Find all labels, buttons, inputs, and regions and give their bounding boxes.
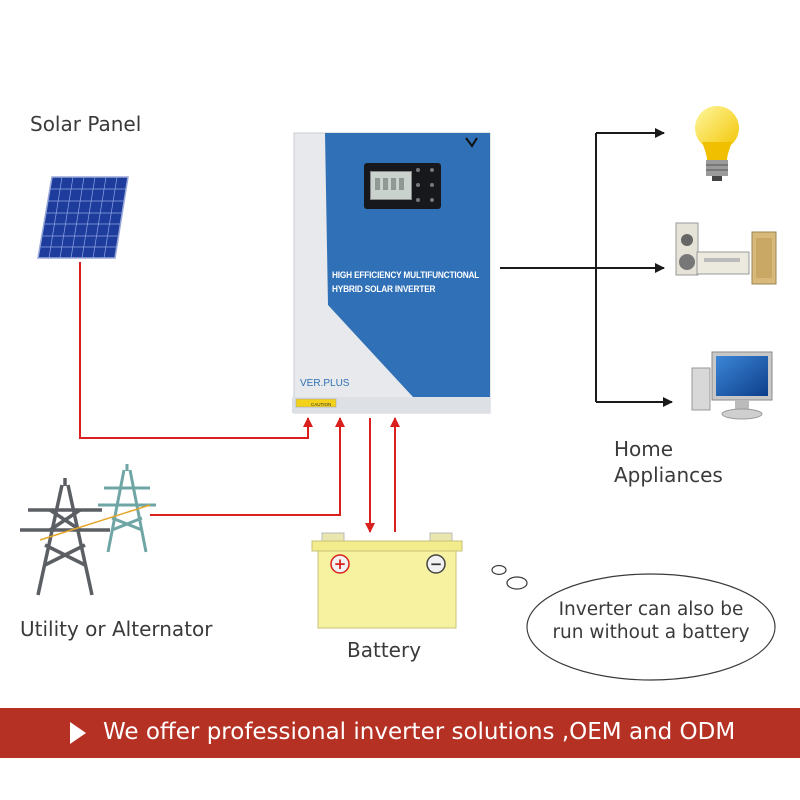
solar-panel-label: Solar Panel: [30, 112, 142, 136]
play-arrow-icon: [70, 722, 86, 744]
power-wires: [79, 262, 400, 533]
light-bulb-icon: [695, 106, 739, 181]
battery-negative-terminal: −: [430, 555, 443, 573]
home-appliances-label-line2: Appliances: [614, 463, 723, 487]
output-arrows: [500, 128, 673, 407]
computer-icon: [691, 351, 773, 420]
thought-bubble: [491, 564, 776, 681]
banner-text: We offer professional inverter solutions…: [103, 719, 736, 745]
utility-label: Utility or Alternator: [20, 617, 213, 641]
bubble-text-line1: Inverter can also be: [558, 599, 744, 620]
inverter-caution-label: CAUTION: [311, 402, 331, 407]
promo-banner: We offer professional inverter solutions…: [0, 708, 800, 758]
inverter-title-line2: HYBRID SOLAR INVERTER: [332, 284, 436, 294]
bubble-text: Inverter can also be run without a batte…: [528, 598, 774, 644]
transmission-tower-icon: [20, 464, 156, 596]
solar-panel-icon: [37, 176, 129, 259]
battery-label: Battery: [347, 638, 422, 662]
battery-positive-terminal: +: [334, 555, 347, 573]
home-appliances-label-line1: Home: [614, 437, 674, 461]
bubble-text-line2: run without a battery: [552, 622, 750, 643]
inverter-title-line1: HIGH EFFICIENCY MULTIFUNCTIONAL: [332, 270, 480, 280]
stereo-system-icon: [675, 222, 777, 285]
battery-icon: [311, 532, 463, 629]
inverter-version-label: VER.PLUS: [300, 378, 350, 389]
inverter-lcd-screen: [370, 171, 412, 200]
